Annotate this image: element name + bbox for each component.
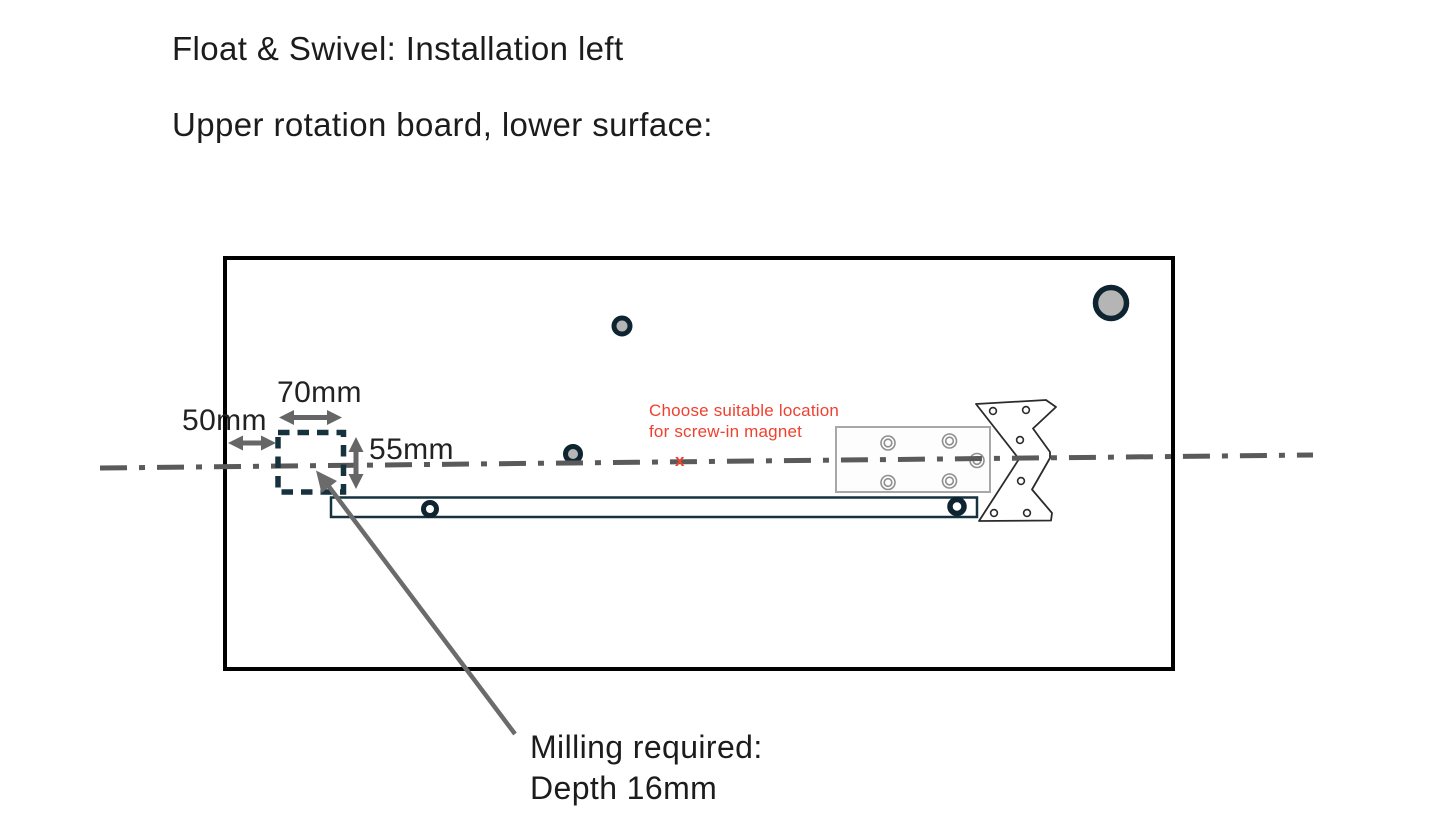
hinge-bracket xyxy=(975,399,1057,522)
hinge-bracket-outline xyxy=(975,399,1057,522)
board-hole-centerline xyxy=(563,444,583,464)
magnet-note-line1: Choose suitable location xyxy=(649,401,840,420)
magnet-position-marker: x xyxy=(675,451,685,470)
page-title: Float & Swivel: Installation left xyxy=(172,30,624,67)
arm-rivet-right xyxy=(947,496,967,517)
dim-label-50mm: 50mm xyxy=(182,404,267,437)
swivel-arm-bar xyxy=(329,496,979,519)
hinge-bracket-holes xyxy=(988,405,1032,518)
board-hole-upper xyxy=(611,315,633,337)
milling-cutout-square xyxy=(275,429,347,495)
magnet-note-line2: for screw-in magnet xyxy=(649,422,803,441)
page-subtitle: Upper rotation board, lower surface: xyxy=(172,106,713,143)
dim-label-70mm: 70mm xyxy=(277,376,362,409)
dim-arrow-50mm xyxy=(228,435,276,451)
milling-pointer-arrow xyxy=(316,470,517,736)
arm-rivet-left xyxy=(421,500,439,518)
dim-arrow-70mm xyxy=(279,410,342,425)
milling-note: Milling required: Depth 16mm xyxy=(530,727,763,809)
board-hole-large xyxy=(1092,284,1130,322)
milling-note-line1: Milling required: xyxy=(530,729,763,765)
pivot-centerline xyxy=(99,452,1314,471)
milling-note-line2: Depth 16mm xyxy=(530,770,718,806)
board-outline xyxy=(223,256,1175,671)
magnet-location-note: Choose suitable location for screw-in ma… xyxy=(649,400,839,442)
dim-arrow-55mm xyxy=(348,437,364,489)
dim-label-55mm: 55mm xyxy=(369,433,454,466)
